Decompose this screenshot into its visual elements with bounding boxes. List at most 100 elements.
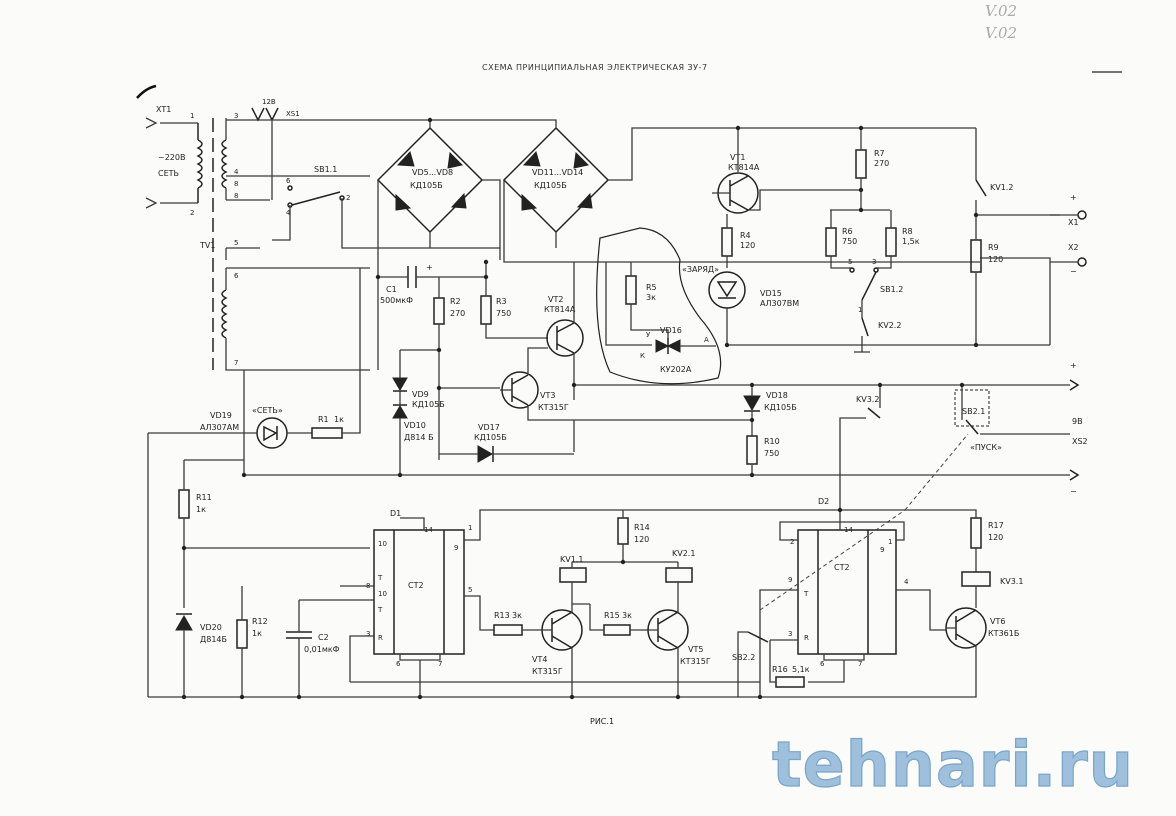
svg-text:120: 120 <box>988 255 1003 264</box>
svg-text:VT2: VT2 <box>548 295 563 304</box>
svg-text:R: R <box>378 634 383 642</box>
svg-text:SB1.1: SB1.1 <box>314 165 337 174</box>
svg-text:R7: R7 <box>874 149 885 158</box>
svg-text:VD16: VD16 <box>660 326 682 335</box>
svg-text:VD9: VD9 <box>412 390 429 399</box>
svg-text:KV1.1: KV1.1 <box>560 555 583 564</box>
svg-text:КД105Б: КД105Б <box>412 400 445 409</box>
svg-text:R: R <box>804 634 809 642</box>
svg-text:КТ814А: КТ814А <box>728 163 760 172</box>
svg-text:500мкФ: 500мкФ <box>380 296 413 305</box>
transistor-vt6: VT6 КТ361Б <box>148 607 1019 698</box>
svg-text:270: 270 <box>874 159 889 168</box>
zener-vd20: VD20 Д814Б <box>175 613 227 697</box>
svg-text:+: + <box>1070 193 1077 202</box>
resistor-r7: R7 270 <box>830 128 890 211</box>
svg-text:Д814 Б: Д814 Б <box>404 433 434 442</box>
svg-text:1,5к: 1,5к <box>902 237 920 246</box>
svg-text:VT6: VT6 <box>990 617 1005 626</box>
xt1-label: XT1 <box>156 105 171 114</box>
svg-text:C2: C2 <box>318 633 329 642</box>
watermark: tehnari.ru <box>772 728 1134 801</box>
svg-text:750: 750 <box>764 449 779 458</box>
svg-text:«СЕТЬ»: «СЕТЬ» <box>252 406 283 415</box>
pen-stroke <box>136 84 157 99</box>
transistor-vt4: VT4 КТ315Г <box>532 603 590 697</box>
resistor-r13: R13 3к <box>493 611 540 636</box>
svg-text:KV2.1: KV2.1 <box>672 549 695 558</box>
svg-text:KV3.2: KV3.2 <box>856 395 879 404</box>
svg-text:1: 1 <box>468 524 472 532</box>
svg-text:КД105Б: КД105Б <box>764 403 797 412</box>
svg-text:КД105Б: КД105Б <box>410 181 443 190</box>
resistor-r17: R17 120 <box>840 509 1004 572</box>
svg-text:4: 4 <box>234 168 239 176</box>
svg-text:14: 14 <box>424 526 433 534</box>
svg-text:КТ315Г: КТ315Г <box>680 657 711 666</box>
svg-text:10: 10 <box>378 540 387 548</box>
svg-text:KV2.2: KV2.2 <box>878 321 901 330</box>
svg-text:1к: 1к <box>196 505 206 514</box>
svg-text:СТ2: СТ2 <box>408 581 424 590</box>
svg-text:750: 750 <box>496 309 511 318</box>
svg-text:120: 120 <box>988 533 1003 542</box>
svg-text:R17: R17 <box>988 521 1004 530</box>
svg-text:2: 2 <box>790 538 794 546</box>
svg-text:KV1.2: KV1.2 <box>990 183 1013 192</box>
contact-kv3-2: KV3.2 <box>839 385 881 510</box>
mains-voltage: ~220В <box>158 153 185 162</box>
diode-vd17: VD17 КД105Б <box>439 423 574 463</box>
svg-text:10: 10 <box>378 590 387 598</box>
svg-text:1к: 1к <box>252 629 262 638</box>
svg-text:КУ202А: КУ202А <box>660 365 692 374</box>
svg-text:9В: 9В <box>1072 417 1083 426</box>
svg-text:T: T <box>377 574 383 582</box>
resistor-r3: R3 750 <box>480 262 548 339</box>
svg-text:R11: R11 <box>196 493 212 502</box>
relay-kv2-1: KV2.1 <box>665 549 695 604</box>
svg-text:У: У <box>646 331 651 339</box>
svg-text:VD20: VD20 <box>200 623 222 632</box>
switch-sb1-1: SB1.1 6 4 2 <box>225 165 500 260</box>
resistor-r11: R11 1к <box>147 432 370 697</box>
svg-text:T: T <box>803 590 809 598</box>
svg-text:Д814Б: Д814Б <box>200 635 227 644</box>
svg-text:VD15: VD15 <box>760 289 782 298</box>
svg-text:1: 1 <box>858 306 862 314</box>
svg-text:SB2.2: SB2.2 <box>732 653 755 662</box>
svg-text:8: 8 <box>234 192 238 200</box>
transistor-vt5: VT5 КТ315Г <box>647 604 711 697</box>
svg-text:3: 3 <box>872 258 876 266</box>
svg-text:X2: X2 <box>1068 243 1079 252</box>
svg-text:SB2.1: SB2.1 <box>962 407 985 416</box>
svg-text:9: 9 <box>880 546 884 554</box>
svg-text:KV3.1: KV3.1 <box>1000 577 1023 586</box>
svg-text:КТ315Г: КТ315Г <box>532 667 563 676</box>
resistor-r1: R1 1к <box>311 268 361 439</box>
svg-text:«ЗАРЯД»: «ЗАРЯД» <box>682 265 719 274</box>
resistor-r8: R8 1,5к <box>876 210 920 269</box>
switch-sb1-2: 5 3 SB1.2 1 KV2.2 <box>848 258 903 353</box>
resistor-r10: R10 750 <box>746 435 780 475</box>
svg-text:R15: R15 <box>604 611 620 620</box>
svg-text:6: 6 <box>396 660 401 668</box>
thyristor-vd16-block: R5 3к VD16 КУ202А К А У <box>596 227 722 385</box>
diodes-vd9-vd10: VD9 КД105Б VD10 Д814 Б <box>392 350 445 475</box>
relay-kv1-1: KV1.1 <box>559 555 587 604</box>
svg-text:1к: 1к <box>334 415 344 424</box>
svg-text:6: 6 <box>286 177 291 185</box>
svg-text:3к: 3к <box>646 293 656 302</box>
capacitor-c1: + C1 500мкФ <box>378 263 486 305</box>
output-x1-x2: + X1 X2 − <box>980 193 1087 345</box>
pencil-note-2: V.02 <box>985 24 1017 42</box>
svg-text:R8: R8 <box>902 227 913 236</box>
svg-text:2: 2 <box>346 194 350 202</box>
svg-text:14: 14 <box>844 526 853 534</box>
svg-text:К: К <box>640 352 645 360</box>
svg-text:VT5: VT5 <box>688 645 703 654</box>
svg-text:R6: R6 <box>842 227 853 236</box>
resistor-r6: R6 750 <box>825 210 857 269</box>
svg-text:R3: R3 <box>496 297 507 306</box>
resistor-r16: R16 5,1к <box>769 640 810 688</box>
svg-text:5: 5 <box>468 586 472 594</box>
